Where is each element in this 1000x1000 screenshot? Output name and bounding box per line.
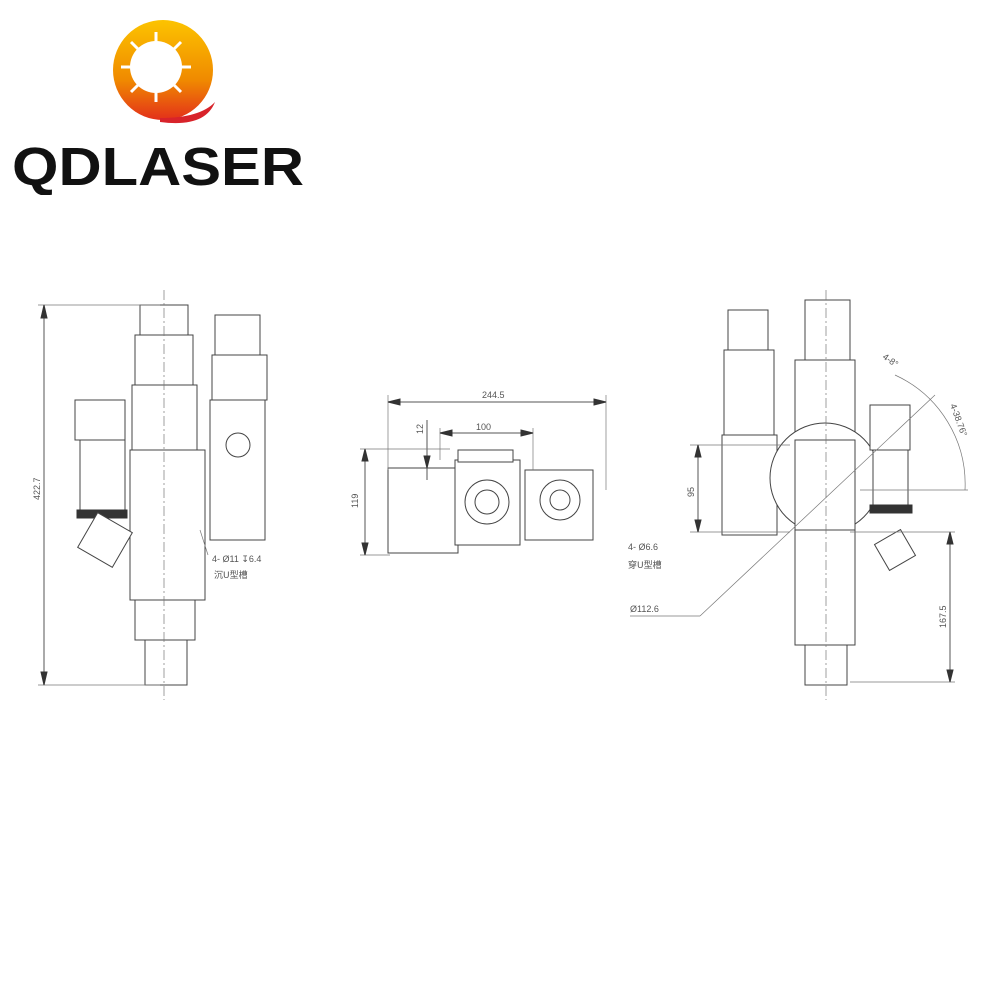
top-width-label: 244.5 <box>482 390 505 400</box>
top-inner-width-label: 100 <box>476 422 491 432</box>
right-angle-large-label: 4-38.76° <box>948 402 969 438</box>
right-hole-note: 4- Ø6.6 <box>628 542 658 552</box>
top-depth-label: 119 <box>350 494 360 508</box>
sun-emblem-icon <box>113 20 215 124</box>
brand-wordmark: QDLASER <box>12 137 304 195</box>
right-circle-dim-label: Ø112.6 <box>630 604 659 614</box>
left-height-label: 422.7 <box>32 477 42 500</box>
right-hole-note-cn: 穿U型槽 <box>628 559 662 571</box>
top-view-laser-head <box>387 449 594 554</box>
left-view-laser-head <box>74 290 268 700</box>
left-hole-note-cn: 沉U型槽 <box>214 569 248 581</box>
top-view-dimensions: 244.5 100 12 119 <box>350 390 607 556</box>
top-offset-label: 12 <box>415 424 425 434</box>
left-height-dimension: 422.7 <box>32 304 160 686</box>
left-hole-note: 4- Ø11 ↧6.4 <box>212 554 261 564</box>
qdlaser-logo: QDLASER <box>12 20 304 195</box>
right-view-laser-head <box>721 290 917 700</box>
right-angle-small-label: 4-8° <box>881 351 901 369</box>
right-lower-height-label: 167.5 <box>938 605 948 628</box>
svg-text:QDLASER: QDLASER <box>12 137 304 195</box>
right-height-label: 95 <box>686 487 696 497</box>
